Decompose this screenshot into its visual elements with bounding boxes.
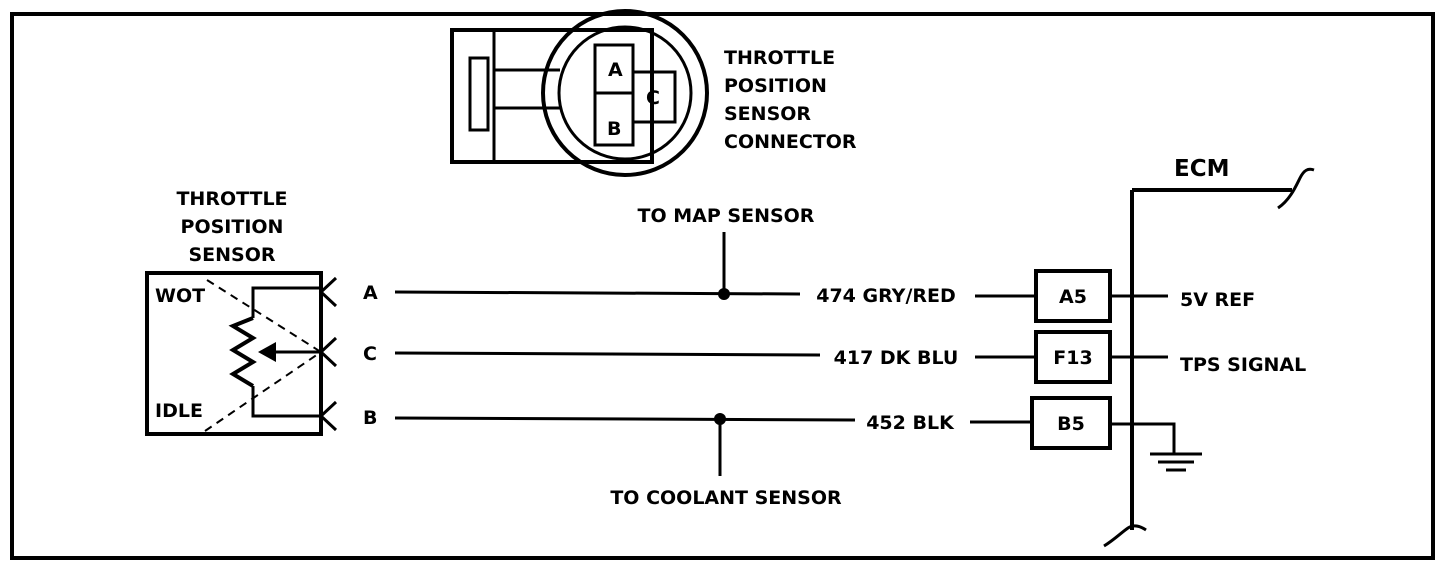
idle-label: IDLE <box>155 400 203 422</box>
terminal-b-label: B <box>363 407 377 429</box>
potentiometer-resistor <box>228 286 321 418</box>
connector-title-4: CONNECTOR <box>724 131 857 153</box>
connector-title-2: POSITION <box>724 75 827 97</box>
coolant-sensor-label: TO COOLANT SENSOR <box>610 487 842 509</box>
connector-pin-c: C <box>646 87 660 109</box>
wire-a <box>394 290 801 296</box>
wire-c-label: 417 DK BLU <box>834 347 959 369</box>
ecm-pin-a5: A5 <box>1059 286 1087 308</box>
connector-title-1: THROTTLE <box>724 47 835 69</box>
wot-label: WOT <box>155 285 205 307</box>
ecm-pin-b5: B5 <box>1057 413 1085 435</box>
wiper-arrow-icon <box>258 342 276 362</box>
ecm-boundary <box>1103 167 1315 548</box>
map-splice-dot <box>718 288 730 300</box>
sensor-title-3: SENSOR <box>188 244 275 266</box>
ecm-5v-ref-label: 5V REF <box>1180 289 1255 311</box>
ecm-pin-f13: F13 <box>1053 347 1092 369</box>
coolant-splice-dot <box>714 413 726 425</box>
wire-b-label: 452 BLK <box>866 412 955 434</box>
connector-illustration: A B C <box>450 9 709 177</box>
connector-pin-b: B <box>607 118 621 140</box>
sensor-title-1: THROTTLE <box>176 188 287 210</box>
wire-b <box>394 416 856 422</box>
terminal-c-label: C <box>363 343 377 365</box>
map-sensor-label: TO MAP SENSOR <box>638 205 815 227</box>
diagram-border <box>10 12 1435 560</box>
ecm-tps-signal-label: TPS SIGNAL <box>1180 354 1306 376</box>
wiper-travel-dashes <box>204 279 322 432</box>
ecm-label: ECM <box>1174 156 1229 182</box>
connector-title-3: SENSOR <box>724 103 811 125</box>
wire-a-label: 474 GRY/RED <box>816 285 956 307</box>
ground-icon <box>1110 422 1202 472</box>
terminal-chevrons <box>318 276 338 432</box>
connector-pin-a: A <box>608 59 623 81</box>
terminal-a-label: A <box>363 282 378 304</box>
wire-c <box>394 351 821 357</box>
sensor-title-2: POSITION <box>181 216 284 238</box>
